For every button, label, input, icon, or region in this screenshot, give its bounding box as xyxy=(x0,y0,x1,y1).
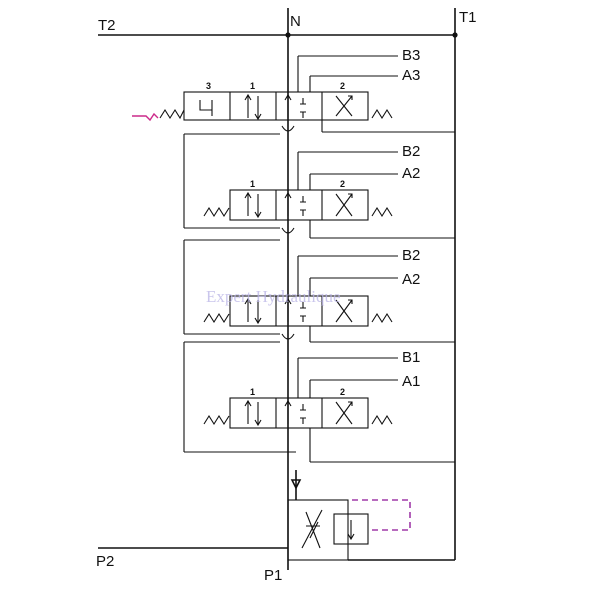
spring-right xyxy=(371,312,393,324)
crossed-flow-arrow xyxy=(335,299,353,323)
neutral-passage xyxy=(284,399,292,424)
crossover-hump xyxy=(281,333,295,340)
relief-valve-block xyxy=(287,499,411,561)
b-port-label: B1 xyxy=(402,349,420,366)
spring-left xyxy=(203,414,230,426)
b-port-label: B3 xyxy=(402,47,420,64)
manual-lever-icon xyxy=(132,112,159,122)
flow-arrow xyxy=(254,194,262,219)
blocked-port xyxy=(300,302,306,322)
a-port-label: A1 xyxy=(402,373,420,390)
crossover-hump xyxy=(281,125,295,132)
position-number: 2 xyxy=(340,179,345,189)
flow-arrow xyxy=(244,399,252,424)
neutral-passage xyxy=(284,191,292,216)
valve-section-1: B3 A3 3 1 2 xyxy=(132,47,455,228)
p2-label: P2 xyxy=(96,553,114,570)
crossover-hump xyxy=(281,227,295,234)
a-port-label: A2 xyxy=(402,271,420,288)
t2-label: T2 xyxy=(98,17,116,34)
relief-adjust-arrow xyxy=(301,509,323,549)
position-number: 2 xyxy=(340,387,345,397)
valve-section-3: B2 A2 xyxy=(183,247,455,452)
spring-right xyxy=(371,206,393,218)
pilot-chamber xyxy=(333,513,369,545)
t1-junction xyxy=(452,32,458,38)
neutral-passage xyxy=(284,297,292,322)
t2-junction xyxy=(285,32,291,38)
spring-left xyxy=(203,206,230,218)
position-number: 1 xyxy=(250,81,255,91)
a-port-label: A3 xyxy=(402,67,420,84)
flow-arrow xyxy=(254,96,262,121)
pilot-line-dashed xyxy=(352,499,411,531)
position-number: 3 xyxy=(206,81,211,91)
crossed-flow-arrow xyxy=(335,401,353,425)
flow-arrow xyxy=(254,402,262,427)
crossed-flow-arrow xyxy=(335,193,353,217)
spool-body xyxy=(229,189,369,221)
flow-arrow xyxy=(244,93,252,118)
float-position-symbol xyxy=(199,100,213,116)
spring-left xyxy=(159,108,185,120)
b-port-label: B2 xyxy=(402,143,420,160)
a-port-label: A2 xyxy=(402,165,420,182)
neutral-passage xyxy=(284,93,292,118)
flow-arrow xyxy=(254,300,262,325)
spring-right xyxy=(371,108,393,120)
position-number: 1 xyxy=(250,179,255,189)
spring-left xyxy=(203,312,230,324)
blocked-port xyxy=(300,196,306,216)
t1-label: T1 xyxy=(459,9,477,26)
n-label: N xyxy=(290,13,301,30)
blocked-port xyxy=(300,98,306,118)
port-labels: T2 N T1 P2 P1 xyxy=(96,9,477,584)
flow-arrow xyxy=(244,191,252,216)
spool-body xyxy=(229,397,369,429)
blocked-port xyxy=(300,404,306,424)
valve-section-2: B2 A2 1 2 xyxy=(183,143,455,334)
relief-valve-housing xyxy=(287,499,349,561)
position-number: 2 xyxy=(340,81,345,91)
pilot-arrow xyxy=(347,520,355,541)
watermark-text: Expert Hydraulique xyxy=(206,287,341,306)
crossed-flow-arrow xyxy=(335,95,353,117)
p1-label: P1 xyxy=(264,567,282,584)
spool-body xyxy=(229,295,369,327)
flow-arrow xyxy=(244,297,252,322)
position-number: 1 xyxy=(250,387,255,397)
spring-right xyxy=(371,414,393,426)
b-port-label: B2 xyxy=(402,247,420,264)
valve-section-4: B1 A1 1 2 xyxy=(184,349,455,463)
